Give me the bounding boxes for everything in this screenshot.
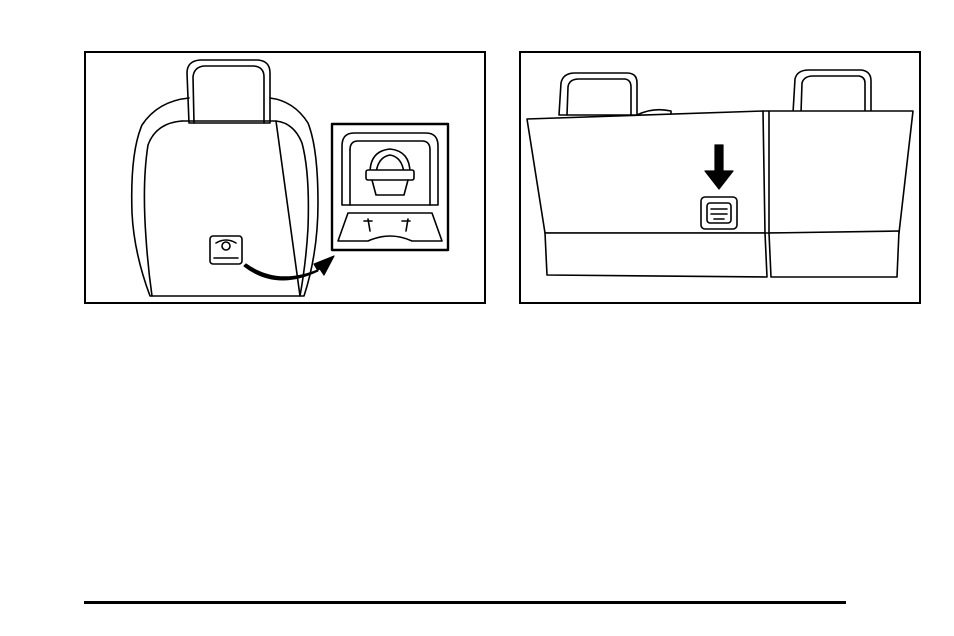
seat-cushion-right <box>769 231 899 277</box>
seat-back-illustration <box>86 53 484 302</box>
tether-anchor-detail <box>332 124 448 250</box>
headrest <box>187 60 270 123</box>
anchor-cover <box>701 197 737 229</box>
callout-arrow-icon <box>244 256 334 280</box>
headrest-right <box>793 70 871 113</box>
seat-cushion-left <box>545 233 767 277</box>
figure-panel-right <box>519 51 921 304</box>
headrest-left <box>559 73 637 115</box>
seat-back-right <box>769 111 913 233</box>
seat-back-panel <box>144 121 308 296</box>
rear-bench-illustration <box>521 53 919 302</box>
figure-panel-left <box>84 51 486 304</box>
footer-rule <box>84 601 846 604</box>
anchor-cover <box>210 236 242 264</box>
